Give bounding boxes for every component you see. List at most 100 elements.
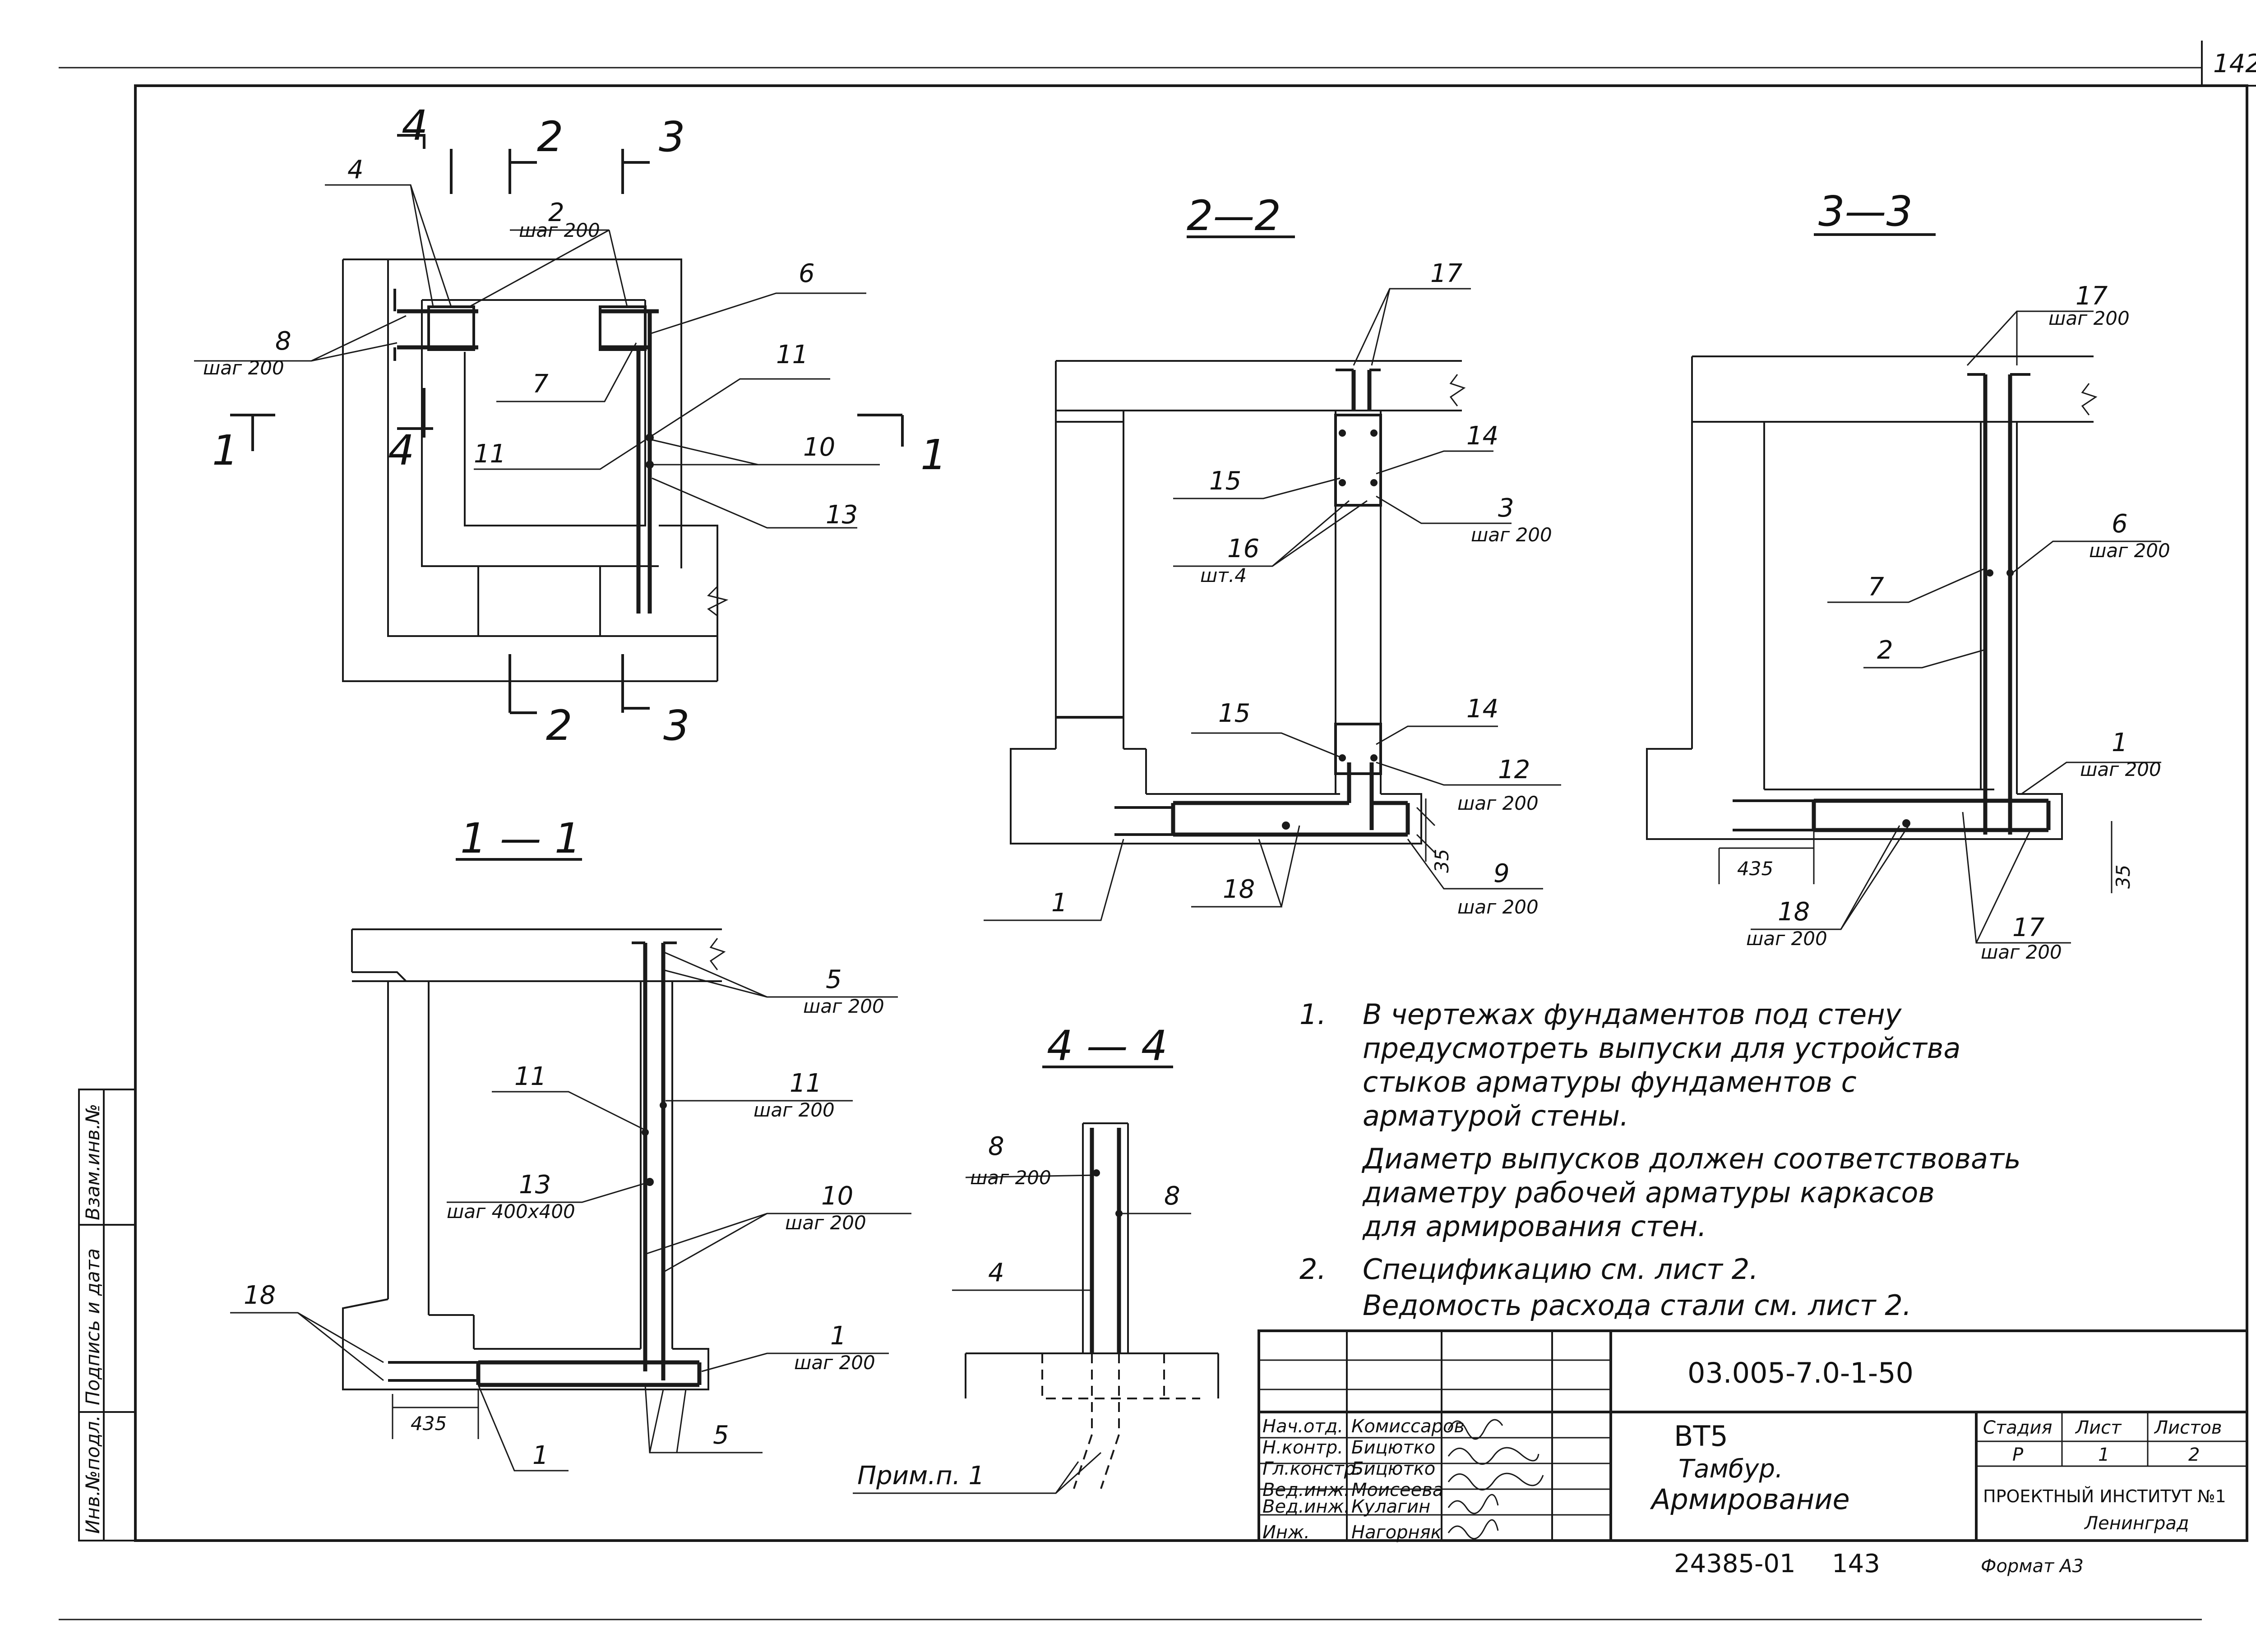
section-2-2-title: 2—2 — [1187, 192, 1281, 240]
s33-label-17-bottom-step: шаг 200 — [1981, 941, 2062, 963]
signature-2 — [1447, 1447, 1539, 1465]
plan-cut-4-top: 4 — [402, 102, 428, 150]
plan-cut-1-right: 1 — [920, 431, 947, 479]
plan-cut-3-top: 3 — [659, 113, 685, 161]
s11-label-18: 18 — [244, 1281, 276, 1310]
tb-organization: ПРОЕКТНЫЙ ИНСТИТУТ №1 — [1983, 1486, 2226, 1506]
s22-label-16-qty: шт.4 — [1200, 564, 1247, 586]
tb-name-2: Бицютко — [1351, 1437, 1435, 1458]
plan-label-11-right: 11 — [776, 340, 808, 369]
s22-label-12-step: шаг 200 — [1457, 792, 1539, 814]
s33-dim-35: 35 — [2112, 865, 2134, 889]
stamp-replace-inv: Взам.инв.№ — [82, 1104, 104, 1220]
note-1-line-4: арматурой стены. — [1363, 1099, 1629, 1132]
plan-label-6: 6 — [799, 259, 815, 288]
s22-label-15-bottom: 15 — [1218, 699, 1250, 728]
plan-label-7: 7 — [532, 369, 549, 399]
plan-cut-1-left: 1 — [212, 426, 239, 475]
section-1-1: 1 — 1 5 шаг 200 11 11 шаг 200 — [230, 814, 911, 1472]
note-2-line-2: Ведомость расхода стали см. лист 2. — [1363, 1289, 1911, 1322]
plan-label-13: 13 — [826, 500, 858, 530]
note-1b-line-3: для армирования стен. — [1362, 1210, 1706, 1243]
s33-label-18: 18 — [1778, 897, 1810, 927]
plan-cut-4-mid: 4 — [388, 426, 415, 475]
s33-label-17-bottom: 17 — [2012, 913, 2045, 942]
s11-dim-435: 435 — [411, 1412, 447, 1435]
plan-label-8: 8 — [275, 327, 291, 356]
s11-label-5-top: 5 — [826, 965, 842, 994]
s22-label-3: 3 — [1498, 494, 1514, 523]
tb-role-6: Инж. — [1262, 1522, 1310, 1543]
tb-name-1: Комиссаров — [1351, 1416, 1465, 1437]
section-4-4-title: 4 — 4 — [1047, 1022, 1168, 1070]
tb-name-3: Бицютко — [1351, 1458, 1435, 1479]
tb-name-line-2: Армирование — [1650, 1483, 1850, 1516]
s11-label-11-right-step: шаг 200 — [754, 1099, 835, 1121]
s33-label-6-step: шаг 200 — [2089, 540, 2170, 562]
s33-dim-435: 435 — [1737, 858, 1773, 880]
notes: 1. В чертежах фундаментов под стену пред… — [1299, 998, 2021, 1322]
note-2-line-1: Спецификацию см. лист 2. — [1363, 1253, 1758, 1286]
s11-label-1-right: 1 — [830, 1321, 846, 1351]
stamp-inv-original: Инв.№подл. — [82, 1415, 104, 1534]
s22-dim-35: 35 — [1431, 849, 1453, 873]
note-1-number: 1. — [1299, 998, 1326, 1031]
s44-label-8-left-step: шаг 200 — [970, 1167, 1051, 1189]
tb-code: 03.005-7.0-1-50 — [1687, 1357, 1914, 1389]
s33-label-1: 1 — [2112, 728, 2128, 757]
s22-label-9-step: шаг 200 — [1457, 896, 1539, 918]
tb-name-6: Нагорняк — [1351, 1522, 1442, 1543]
plan-label-8-step: шаг 200 — [203, 357, 284, 379]
section-1-1-title: 1 — 1 — [460, 814, 581, 863]
signature-5 — [1447, 1519, 1499, 1540]
note-1-line-2: предусмотреть выпуски для устройства — [1363, 1032, 1960, 1065]
stamp-sign-date: Подпись и дата — [82, 1248, 104, 1405]
s11-label-13-step: шаг 400х400 — [447, 1200, 575, 1223]
s33-label-2: 2 — [1877, 636, 1893, 665]
plan-cut-3-bottom: 3 — [663, 701, 690, 750]
note-1b-line-2: диаметру рабочей арматуры каркасов — [1362, 1176, 1935, 1209]
s33-label-6: 6 — [2112, 509, 2128, 539]
s22-label-17: 17 — [1430, 259, 1463, 288]
note-1b-line-1: Диаметр выпусков должен соответствовать — [1361, 1142, 2021, 1175]
tb-role-2: Н.контр. — [1262, 1437, 1343, 1458]
s33-label-18-step: шаг 200 — [1746, 928, 1827, 950]
plan-label-4: 4 — [347, 155, 364, 185]
s22-label-14-bottom: 14 — [1466, 694, 1498, 724]
tb-sheet-value: 1 — [2098, 1444, 2109, 1465]
s22-label-15-top: 15 — [1209, 466, 1241, 496]
s11-label-5-top-step: шаг 200 — [803, 995, 884, 1017]
tb-name-4: Моисеева — [1351, 1480, 1443, 1500]
signature-4 — [1447, 1494, 1499, 1514]
tb-stage-value: Р — [2012, 1444, 2024, 1465]
tb-name-5: Кулагин — [1351, 1496, 1430, 1517]
s11-label-5-bottom: 5 — [713, 1421, 729, 1450]
section-2-2: 2—2 17 — [984, 192, 1561, 921]
s11-label-13: 13 — [519, 1170, 551, 1200]
s22-label-14-top: 14 — [1466, 421, 1498, 451]
side-stamp: Инв.№подл. Подпись и дата Взам.инв.№ — [78, 1089, 136, 1541]
tb-format: Формат А3 — [1981, 1556, 2084, 1577]
plan-view: 4 2 3 4 2 3 1 1 4 2 шаг 200 8 шаг 200 6 … — [194, 102, 947, 750]
sheet-number: 142 — [2213, 49, 2256, 78]
signature-1 — [1447, 1419, 1503, 1440]
s11-label-11-left: 11 — [514, 1062, 546, 1091]
tb-below-left: 24385-01 — [1674, 1549, 1796, 1578]
note-1-line-1: В чертежах фундаментов под стену — [1363, 998, 1902, 1031]
tb-role-1: Нач.отд. — [1262, 1416, 1343, 1437]
tb-below-number: 143 — [1832, 1549, 1880, 1578]
plan-label-11-left: 11 — [474, 439, 506, 469]
s22-label-12: 12 — [1498, 755, 1530, 784]
plan-cut-2-top: 2 — [537, 113, 564, 161]
s33-label-7: 7 — [1868, 572, 1884, 602]
tb-role-4: Вед.инж. — [1262, 1480, 1350, 1500]
s33-label-17-top-step: шаг 200 — [2048, 307, 2130, 329]
plan-cut-2-bottom: 2 — [546, 701, 573, 750]
title-block: 03.005-7.0-1-50 Нач.отд. Н.контр. Гл.кон… — [1257, 1329, 2248, 1578]
section-3-3: 3—3 17 шаг 200 6 шаг 200 7 2 1 — [1646, 187, 2170, 963]
tb-name-line-1: Тамбур. — [1678, 1454, 1783, 1484]
plan-label-10: 10 — [803, 433, 835, 462]
sheet-number-box: 142 — [2201, 41, 2256, 87]
plan-label-2-step: шаг 200 — [519, 219, 600, 241]
